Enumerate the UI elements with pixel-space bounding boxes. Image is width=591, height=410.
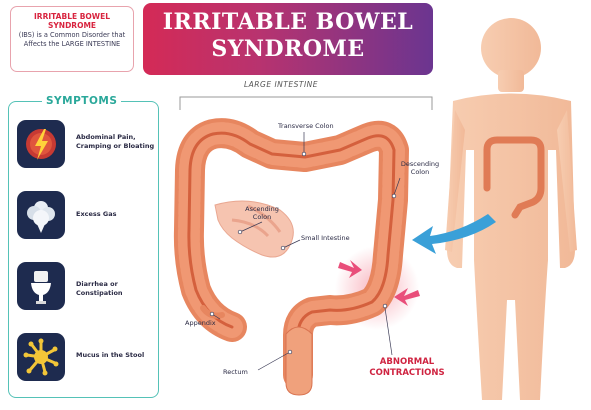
pointer-lines [209, 132, 401, 371]
rectum [285, 326, 313, 396]
label-descending-colon: Descending Colon [400, 160, 440, 176]
label-transverse-colon: Transverse Colon [278, 122, 334, 130]
title-banner: IRRITABLE BOWEL SYNDROME [143, 3, 433, 75]
large-intestine-bracket [179, 96, 433, 110]
blue-pointer-arrow [412, 214, 496, 254]
title-line-2: SYNDROME [211, 36, 365, 62]
colon [173, 118, 409, 390]
label-rectum: Rectum [223, 368, 248, 376]
symptom-label-gas: Excess Gas [76, 210, 117, 218]
symptom-label-mucus: Mucus in the Stool [76, 351, 145, 359]
definition-term: IRRITABLE BOWEL SYNDROME [34, 12, 110, 30]
symptoms-heading: SYMPTOMS [42, 95, 122, 107]
label-appendix: Appendix [185, 319, 216, 327]
toilet-icon [17, 262, 65, 310]
label-abnormal-contractions: ABNORMAL CONTRACTIONS [369, 357, 445, 378]
mucus-splat-icon [17, 333, 65, 381]
definition-text: (IBS) is a Common Disorder that Affects … [18, 31, 126, 48]
lightning-pain-icon [17, 120, 65, 168]
page-title: IRRITABLE BOWEL SYNDROME [143, 9, 433, 63]
body-colon [483, 136, 545, 219]
label-small-intestine: Small Intestine [301, 234, 350, 242]
title-line-1: IRRITABLE BOWEL [162, 9, 414, 35]
label-ascending-colon: Ascending Colon [245, 205, 279, 221]
gas-cloud-icon [17, 191, 65, 239]
human-body [445, 18, 577, 400]
definition-box: IRRITABLE BOWEL SYNDROME (IBS) is a Comm… [10, 6, 134, 72]
symptom-label-diarrhea: Diarrhea or Constipation [76, 280, 123, 297]
small-intestine [214, 200, 294, 258]
large-intestine-heading: LARGE INTESTINE [244, 80, 319, 89]
symptom-label-pain: Abdominal Pain, Cramping or Bloating [76, 133, 155, 150]
contraction-arrows [338, 260, 420, 306]
